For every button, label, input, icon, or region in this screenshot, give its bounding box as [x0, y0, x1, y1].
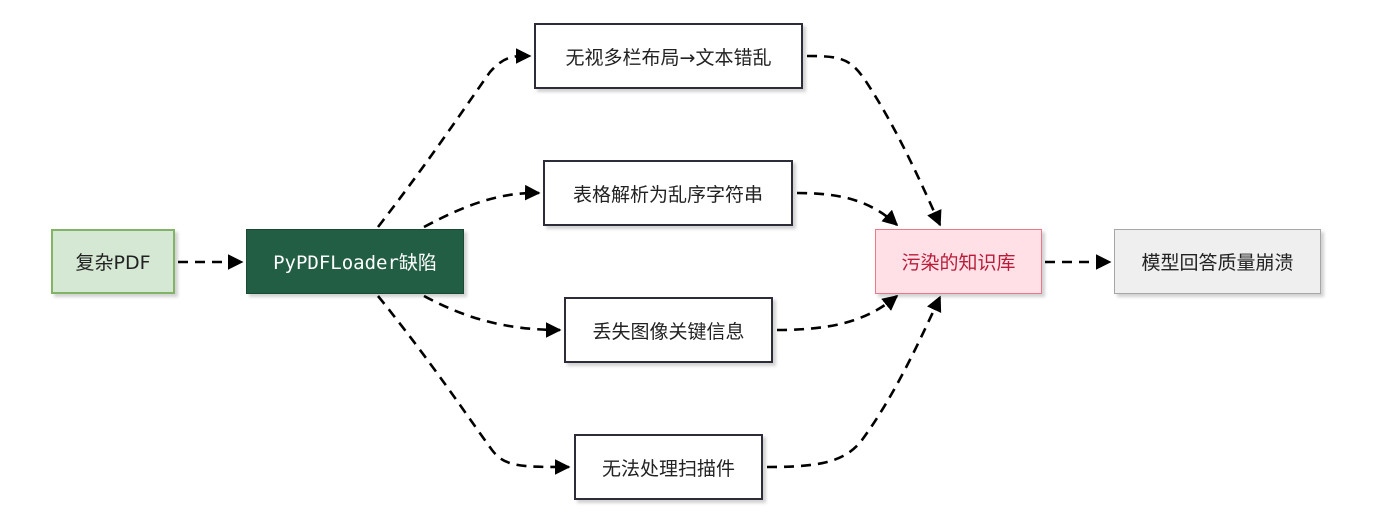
node-pypdfloader-defects-label: PyPDFLoader缺陷	[273, 252, 437, 274]
node-polluted-knowledge-base: 污染的知识库	[875, 229, 1042, 294]
node-issue-table: 表格解析为乱序字符串	[543, 160, 793, 226]
edge-issue-2-to-polluted	[796, 191, 899, 227]
node-pypdfloader-defects: PyPDFLoader缺陷	[246, 229, 464, 294]
node-answer-quality-collapse-label: 模型回答质量崩溃	[1141, 252, 1294, 274]
node-answer-quality-collapse: 模型回答质量崩溃	[1114, 229, 1321, 294]
node-issue-layout-label: 无视多栏布局→文本错乱	[565, 46, 772, 69]
node-polluted-knowledge-base-label: 污染的知识库	[901, 252, 1016, 274]
node-issue-scan: 无法处理扫描件	[574, 434, 763, 500]
node-issue-image: 丢失图像关键信息	[564, 297, 773, 363]
edge-issue-4-to-polluted	[766, 295, 942, 469]
node-issue-image-label: 丢失图像关键信息	[592, 320, 745, 343]
node-issue-table-label: 表格解析为乱序字符串	[572, 183, 763, 206]
node-issue-scan-label: 无法处理扫描件	[601, 457, 735, 480]
node-complex-pdf: 复杂PDF	[51, 229, 175, 294]
edge-loader-to-issue-2	[423, 184, 541, 229]
edge-issue-1-to-polluted	[806, 54, 942, 227]
edge-loader-to-issue-1	[376, 48, 532, 228]
edge-issue-3-to-polluted	[776, 294, 899, 332]
node-complex-pdf-label: 复杂PDF	[75, 252, 151, 274]
edge-loader-to-issue-4	[376, 295, 571, 475]
edge-loader-to-issue-3	[423, 294, 562, 338]
node-issue-layout: 无视多栏布局→文本错乱	[534, 23, 803, 89]
